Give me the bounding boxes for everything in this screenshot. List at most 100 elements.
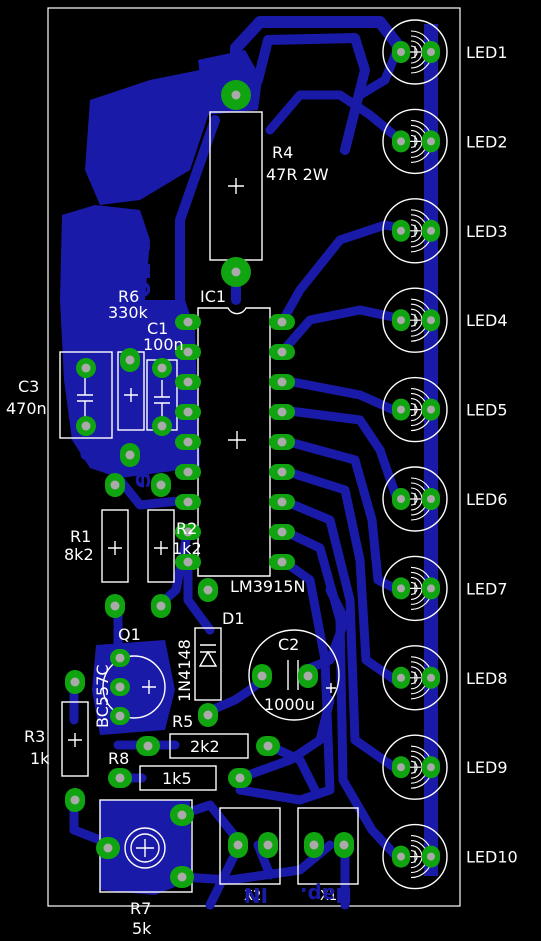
r8-outline [139, 765, 217, 791]
pad-hole [277, 467, 287, 477]
c1-value: 100n [143, 335, 184, 354]
led-outline [382, 555, 448, 622]
pad-hole [397, 226, 405, 235]
led-label: LED7 [466, 579, 508, 598]
pad-hole [183, 407, 193, 417]
r7-knob-ring [124, 827, 166, 869]
c3-ref: C3 [18, 377, 39, 396]
led-9 [382, 734, 448, 800]
led-10 [382, 823, 448, 890]
ic1-pin-left [175, 524, 201, 540]
led-lens-arc [410, 576, 423, 600]
r2-pad-1 [151, 473, 171, 497]
led-outline [382, 734, 448, 800]
pad-hole [183, 377, 193, 387]
d1-pad-1 [198, 578, 218, 602]
pad-hole [397, 852, 405, 861]
d1-outline [194, 627, 222, 701]
pads [65, 80, 354, 888]
r7-pad-2 [96, 837, 120, 859]
d1-ref: D1 [222, 609, 245, 628]
c2-pad-2 [298, 664, 318, 688]
pad-hole [70, 677, 80, 687]
led-center-mark [409, 135, 421, 148]
c2-outline [248, 629, 340, 721]
r4-value: 47R 2W [266, 165, 329, 184]
led-lens-arc [410, 40, 423, 64]
d1-pad-2 [198, 703, 218, 727]
ic1-pin-right [269, 464, 295, 480]
q1-outline [102, 655, 166, 719]
led-1 [382, 19, 448, 85]
x2-ref: X2 [244, 889, 261, 904]
x2-pad-1 [228, 832, 248, 858]
pad-hole [183, 467, 193, 477]
c2-pad-1 [252, 664, 272, 688]
ic1-pin-right [269, 494, 295, 510]
q1-value: BC557C [93, 664, 112, 728]
ic1-pin-left [175, 344, 201, 360]
led-column [382, 19, 448, 890]
r5-value: 2k2 [190, 737, 220, 756]
r2-outline [147, 509, 175, 583]
ic1-outline [197, 307, 271, 577]
led-2 [382, 108, 448, 175]
c1-pad-2 [152, 416, 172, 436]
pad-hole [183, 347, 193, 357]
r5-pad-2 [256, 736, 280, 756]
r4-center-mark [228, 178, 244, 194]
pad-hole [177, 810, 187, 820]
r6-ref: R6 [118, 287, 139, 306]
pad-hole [156, 601, 166, 611]
pad-hole [263, 840, 273, 850]
led-center-mark [409, 314, 421, 327]
pad-hole [81, 363, 91, 373]
led-center-mark [409, 850, 421, 863]
ic1-pin-right [269, 554, 295, 570]
ic1-pin-left [175, 314, 201, 330]
pad-hole [397, 763, 405, 772]
pad-hole [115, 653, 125, 663]
led-outline [382, 108, 448, 175]
pad-hole [70, 795, 80, 805]
pad-hole [427, 226, 435, 235]
r4-pad-2 [221, 257, 251, 287]
led-center-mark [409, 224, 421, 237]
ic1-pin-right [269, 524, 295, 540]
r7-pad-1 [170, 804, 194, 826]
pad-hole [125, 355, 135, 365]
pad-hole [303, 671, 313, 681]
led-outline [382, 645, 448, 711]
ic1-pin-left [175, 434, 201, 450]
led-lens-arc [410, 219, 423, 243]
r5-ref: R5 [172, 712, 193, 731]
pad-hole [277, 347, 287, 357]
led-labels: LED1LED2LED3LED4LED5LED6LED7LED8LED9LED1… [466, 43, 518, 867]
pad-hole [115, 682, 125, 692]
pad-hole [115, 711, 125, 721]
r1-pad-1 [105, 473, 125, 497]
r6-value: 330k [108, 303, 149, 322]
led-center-mark [409, 671, 421, 684]
pad-hole [427, 763, 435, 772]
c3-outline [59, 351, 113, 439]
pad-hole [125, 450, 135, 460]
r5-outline [169, 733, 249, 759]
x1-outline [297, 807, 359, 885]
r2-ref: R2 [176, 519, 197, 538]
led-8 [382, 645, 448, 711]
pad-hole [397, 137, 405, 146]
led-4 [382, 287, 448, 353]
pad-hole [339, 840, 349, 850]
led-lens-arc [410, 308, 423, 332]
pad-hole [103, 843, 113, 853]
pad-hole [277, 497, 287, 507]
ic1-center-mark [228, 431, 246, 449]
pad-hole [203, 710, 213, 720]
c2-value: 1000u [264, 695, 315, 714]
r2-center-mark [154, 541, 168, 555]
r1-pad-2 [105, 594, 125, 618]
q1-pad-b [110, 678, 130, 696]
q1-pad-e [110, 649, 130, 667]
